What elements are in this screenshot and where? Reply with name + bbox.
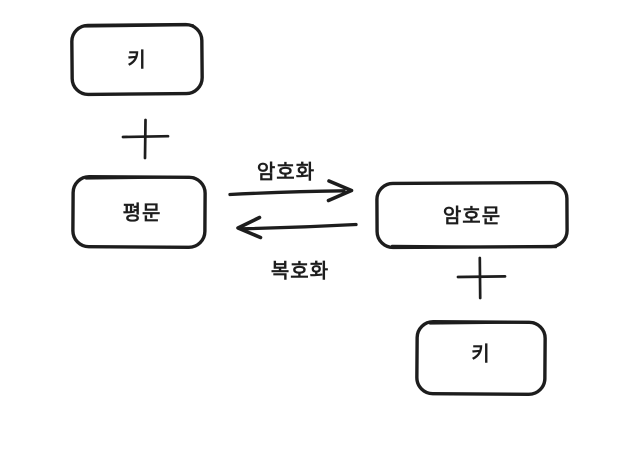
- decrypt-arrow-label: 복호화: [270, 258, 330, 283]
- node-box-ciphertext: [375, 180, 569, 250]
- plus-icon: [121, 118, 170, 160]
- node-label-key-bottom: 키: [471, 341, 491, 366]
- node-box-key-top: [70, 22, 204, 97]
- plus-icon: [456, 256, 507, 300]
- node-label-key-top: 키: [127, 47, 147, 72]
- node-label-plaintext: 평문: [122, 200, 162, 225]
- encrypt-arrow: [228, 179, 354, 203]
- node-box-plaintext: [71, 174, 207, 250]
- encrypt-arrow-label: 암호화: [256, 159, 316, 184]
- node-label-ciphertext: 암호문: [442, 203, 502, 228]
- node-box-key-bottom: [415, 319, 547, 397]
- decrypt-arrow: [236, 215, 358, 240]
